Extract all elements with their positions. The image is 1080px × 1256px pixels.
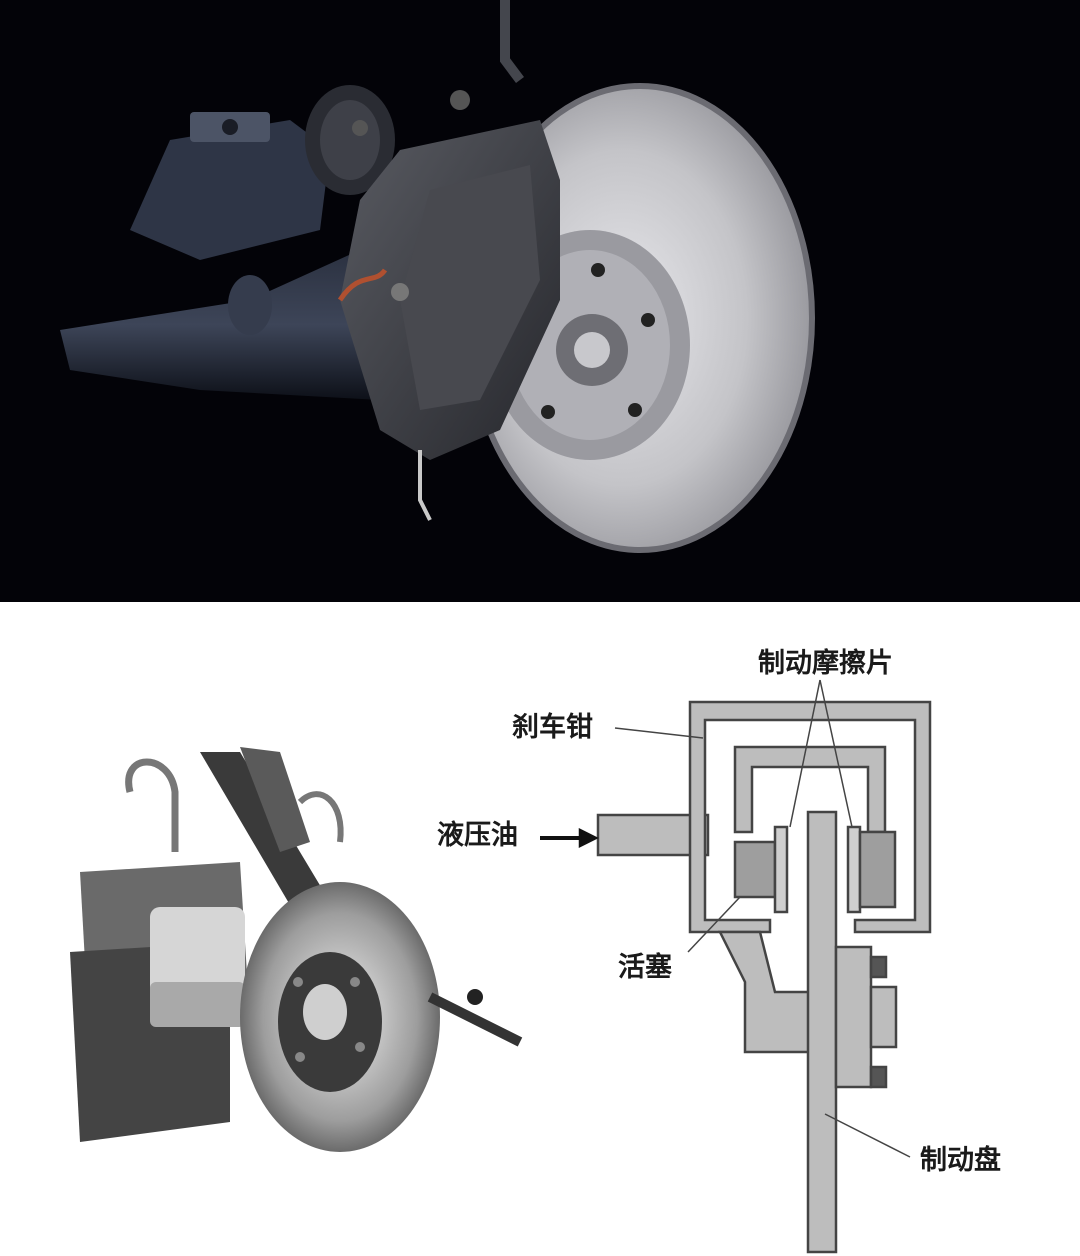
- photo-strut: [200, 752, 330, 922]
- caliper-label: 刹车钳: [512, 712, 593, 743]
- fluid-arrow-head: [578, 827, 599, 849]
- friction-pads-label: 制动摩擦片: [758, 648, 893, 679]
- friction-pad-inner: [773, 825, 789, 914]
- driveshaft-boot-ring: [320, 100, 380, 180]
- brake-assembly-photo: [70, 747, 523, 1152]
- upper-arm: [130, 120, 330, 260]
- hub-stud: [869, 955, 888, 979]
- piston: [733, 840, 777, 899]
- photo-stud: [293, 977, 303, 987]
- hub-flange: [869, 985, 898, 1049]
- photo-bolt: [467, 989, 483, 1005]
- bottom-panel: [0, 602, 1080, 1256]
- caliper-inner-bridge: [733, 745, 887, 834]
- mount-bolt: [222, 119, 238, 135]
- photo-strut-2: [240, 747, 310, 852]
- piston-label: 活塞: [618, 952, 672, 983]
- caliper-body-face: [400, 165, 540, 410]
- leader-pads-left: [789, 679, 821, 828]
- suspension-arm: [60, 250, 400, 400]
- bushing: [228, 275, 272, 335]
- wear-sensor-wire: [418, 450, 432, 521]
- photo-stud: [355, 1042, 365, 1052]
- hub-stud: [869, 1065, 888, 1089]
- photo-stud: [295, 1052, 305, 1062]
- leader-pads-right: [819, 679, 853, 828]
- brake-disc-label: 制动盘: [920, 1145, 1001, 1176]
- brake-hose: [500, 0, 524, 83]
- lug-hole: [641, 313, 655, 327]
- hydraulic-fluid-label: 液压油: [437, 820, 518, 851]
- caliper-housing: [688, 700, 932, 934]
- hub-nut: [574, 332, 610, 368]
- caliper-bracket: [717, 930, 817, 1054]
- lug-hole: [591, 263, 605, 277]
- photo-hose: [125, 758, 179, 852]
- outer-pad-backing: [858, 830, 897, 909]
- leader-caliper: [614, 727, 704, 739]
- wheel-hub: [834, 945, 873, 1089]
- disc-brake-render-illustration: [60, 0, 815, 553]
- photo-caliper-shadow: [150, 982, 245, 1027]
- photo-tie-rod: [427, 992, 523, 1047]
- caliper-bolt: [450, 90, 470, 110]
- leader-disc: [824, 1113, 911, 1158]
- brake-line: [337, 268, 388, 302]
- friction-pad-outer: [846, 825, 862, 914]
- photo-hose-2: [297, 791, 344, 843]
- caliper-bolt: [352, 120, 368, 136]
- photo-hub-inner: [303, 984, 347, 1040]
- brake-disc-section: [806, 810, 838, 1254]
- leader-piston: [687, 896, 741, 953]
- lug-hole: [541, 405, 555, 419]
- photo-stud: [350, 977, 360, 987]
- disc-brake-render-photo: [0, 0, 1080, 602]
- disc-brake-schematic: [540, 679, 932, 1254]
- caliper-bolt: [391, 283, 409, 301]
- lug-hole: [628, 403, 642, 417]
- bottom-illustrations: [70, 679, 932, 1254]
